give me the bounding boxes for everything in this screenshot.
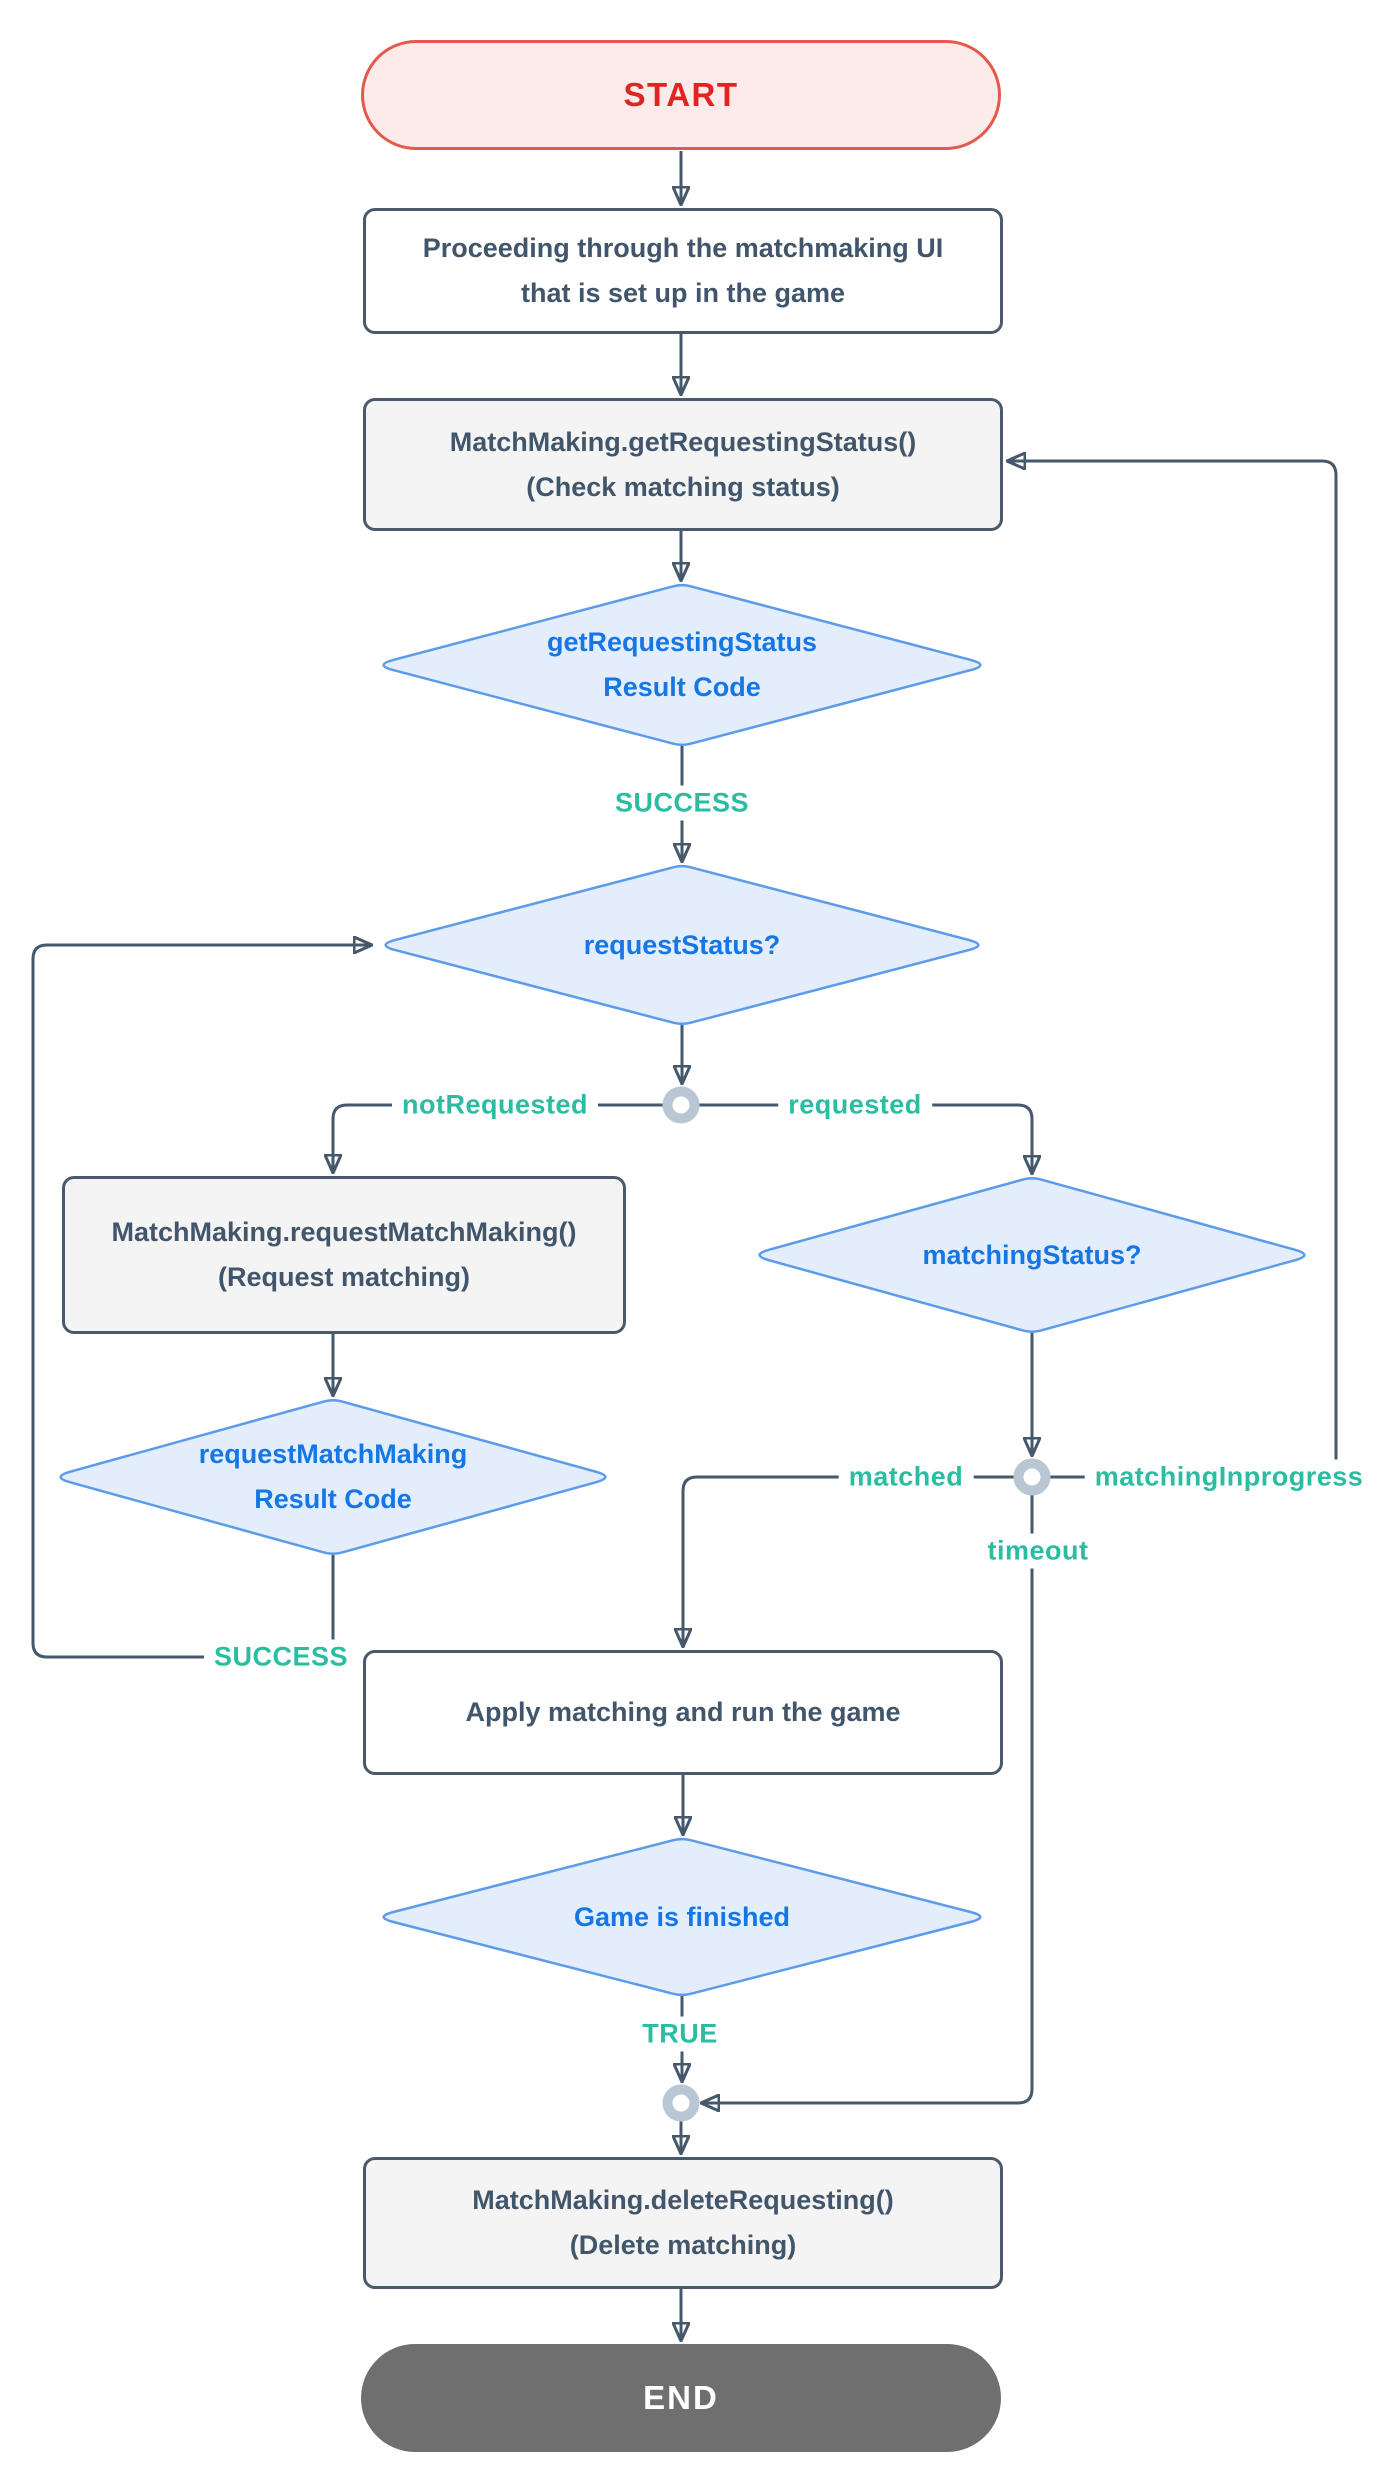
end-label: END — [643, 2379, 719, 2416]
edge-label-notrequested: notRequested — [391, 1087, 599, 1123]
edge-label-matched: matched — [838, 1459, 974, 1495]
diamond-shape — [382, 583, 982, 747]
decision-request-status: requestStatus? — [376, 864, 988, 1026]
process-get-requesting-status-line2: (Check matching status) — [526, 471, 840, 502]
end-terminal: END — [361, 2344, 1001, 2452]
decision-request-matchmaking-result: requestMatchMaking Result Code — [51, 1398, 615, 1556]
process-request-matchmaking-line2: (Request matching) — [217, 1262, 471, 1292]
junction-connector-3 — [662, 2084, 700, 2122]
process-apply-matching-label: Apply matching and run the game — [465, 1697, 901, 1727]
edge-label-success-getstatus: SUCCESS — [604, 785, 760, 821]
decision-get-requesting-status-result-line2: Result Code — [603, 672, 761, 702]
edge-label-success-request: SUCCESS — [203, 1639, 359, 1675]
decision-request-matchmaking-result-line1: requestMatchMaking — [198, 1439, 468, 1469]
junction-connector-1 — [662, 1086, 700, 1124]
process-delete-requesting-line2: (Delete matching) — [569, 2230, 797, 2260]
start-label: START — [623, 76, 739, 113]
diamond-shape — [758, 1176, 1306, 1334]
edge-label-timeout: timeout — [977, 1533, 1099, 1569]
junction-connector-2 — [1013, 1458, 1051, 1496]
decision-get-requesting-status-result-text: getRequestingStatus Result Code — [547, 620, 817, 710]
edge-requested-branch — [699, 1103, 1032, 1173]
diamond-shape — [384, 864, 980, 1026]
edge-timeout-branch — [702, 1495, 1034, 2103]
process-request-matchmaking: MatchMaking.requestMatchMaking() (Reques… — [62, 1176, 626, 1334]
decision-get-requesting-status-result: getRequestingStatus Result Code — [374, 583, 990, 747]
process-get-requesting-status-line1: MatchMaking.getRequestingStatus() — [449, 426, 917, 457]
decision-game-finished-text: Game is finished — [573, 1901, 791, 1932]
diamond-shape — [382, 1837, 982, 1997]
decision-matching-status-text: matchingStatus? — [922, 1239, 1142, 1270]
decision-request-matchmaking-result-line2: Result Code — [254, 1484, 412, 1514]
edge-label-matchinginprogress: matchingInprogress — [1084, 1459, 1374, 1495]
start-terminal: START — [361, 40, 1001, 150]
process-apply-matching: Apply matching and run the game — [363, 1650, 1003, 1775]
process-proceed-ui: Proceeding through the matchmaking UI th… — [363, 208, 1003, 334]
process-delete-requesting-line1: MatchMaking.deleteRequesting() — [472, 2185, 894, 2215]
decision-game-finished: Game is finished — [374, 1837, 990, 1997]
edge-notrequested-branch — [333, 1103, 663, 1172]
decision-request-status-text: requestStatus? — [583, 929, 781, 960]
process-request-matchmaking-line1: MatchMaking.requestMatchMaking() — [111, 1217, 577, 1247]
edge-label-requested: requested — [778, 1087, 932, 1123]
edge-matched-branch — [683, 1475, 1014, 1646]
edge-label-true: TRUE — [632, 2016, 728, 2052]
diamond-shape — [59, 1398, 607, 1556]
process-proceed-ui-line2: that is set up in the game — [520, 278, 846, 308]
process-proceed-ui-line1: Proceeding through the matchmaking UI — [422, 233, 944, 263]
process-get-requesting-status: MatchMaking.getRequestingStatus() (Check… — [363, 398, 1003, 531]
process-delete-requesting: MatchMaking.deleteRequesting() (Delete m… — [363, 2157, 1003, 2289]
decision-matching-status: matchingStatus? — [750, 1176, 1314, 1334]
decision-get-requesting-status-result-line1: getRequestingStatus — [546, 627, 818, 657]
decision-request-matchmaking-result-text: requestMatchMaking Result Code — [199, 1432, 468, 1522]
